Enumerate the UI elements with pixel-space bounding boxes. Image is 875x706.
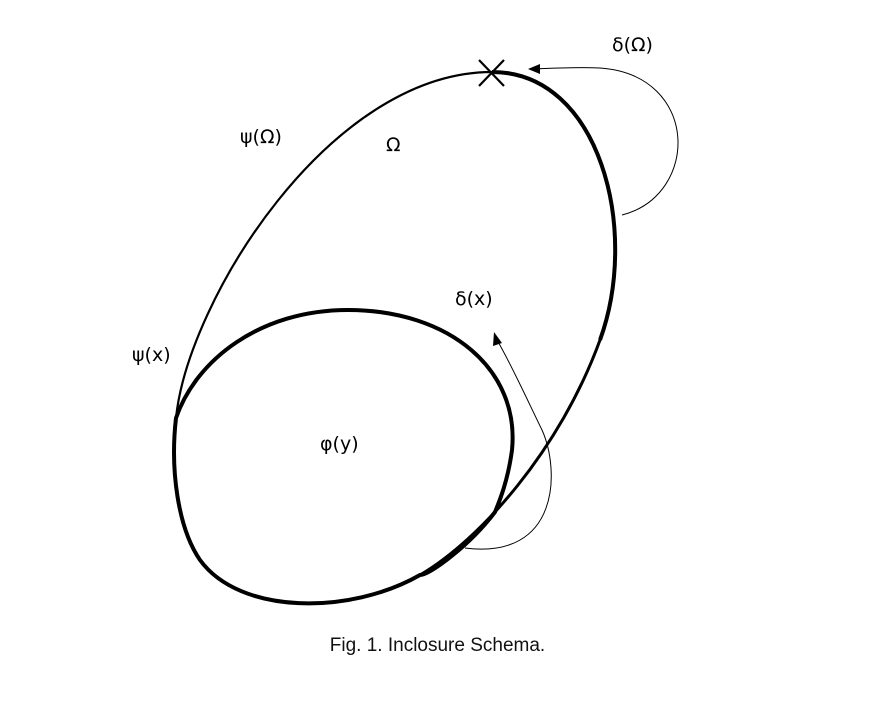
delta-omega-arrow	[533, 67, 679, 216]
delta-omega-arrowhead	[528, 64, 540, 74]
delta-x-arrowhead	[493, 332, 502, 346]
omega-label: Ω	[386, 134, 401, 156]
delta-omega-label: δ(Ω)	[612, 34, 653, 56]
cross-marker	[478, 59, 505, 87]
psi-x-label: ψ(x)	[132, 344, 171, 366]
phi-y-label: φ(y)	[320, 433, 359, 455]
delta-x-arrow	[464, 339, 552, 550]
figure-caption: Fig. 1. Inclosure Schema.	[329, 635, 546, 656]
omega-thick-arc	[491, 70, 618, 341]
omega-lower-right-arc	[172, 339, 602, 605]
delta-x-label: δ(x)	[455, 288, 493, 310]
psi-omega-label: ψ(Ω)	[240, 126, 282, 148]
phi-y-boundary	[172, 307, 515, 606]
